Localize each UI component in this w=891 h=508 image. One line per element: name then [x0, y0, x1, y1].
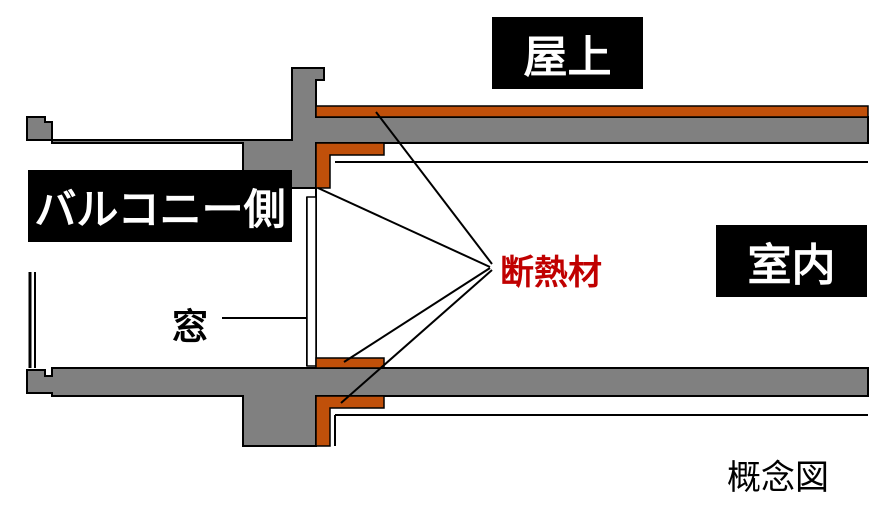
rooftop-insulation — [315, 105, 869, 118]
indoor-label: 室内 — [716, 225, 867, 297]
insulation-label: 断熱材 — [500, 253, 602, 293]
ceiling-insulation — [315, 142, 385, 189]
window-frame — [306, 196, 317, 367]
lower-slab-body — [26, 367, 869, 447]
window-label: 窓 — [172, 307, 209, 348]
lower-slab — [26, 367, 869, 447]
balcony-side-label: バルコニー側 — [28, 170, 292, 242]
balcony-railing — [28, 272, 36, 368]
insulation-leader-lines — [317, 111, 493, 404]
rooftop-label: 屋上 — [492, 17, 643, 89]
sill-insulation — [315, 357, 385, 369]
caption: 概念図 — [727, 458, 829, 498]
lower-insulation — [315, 395, 385, 447]
